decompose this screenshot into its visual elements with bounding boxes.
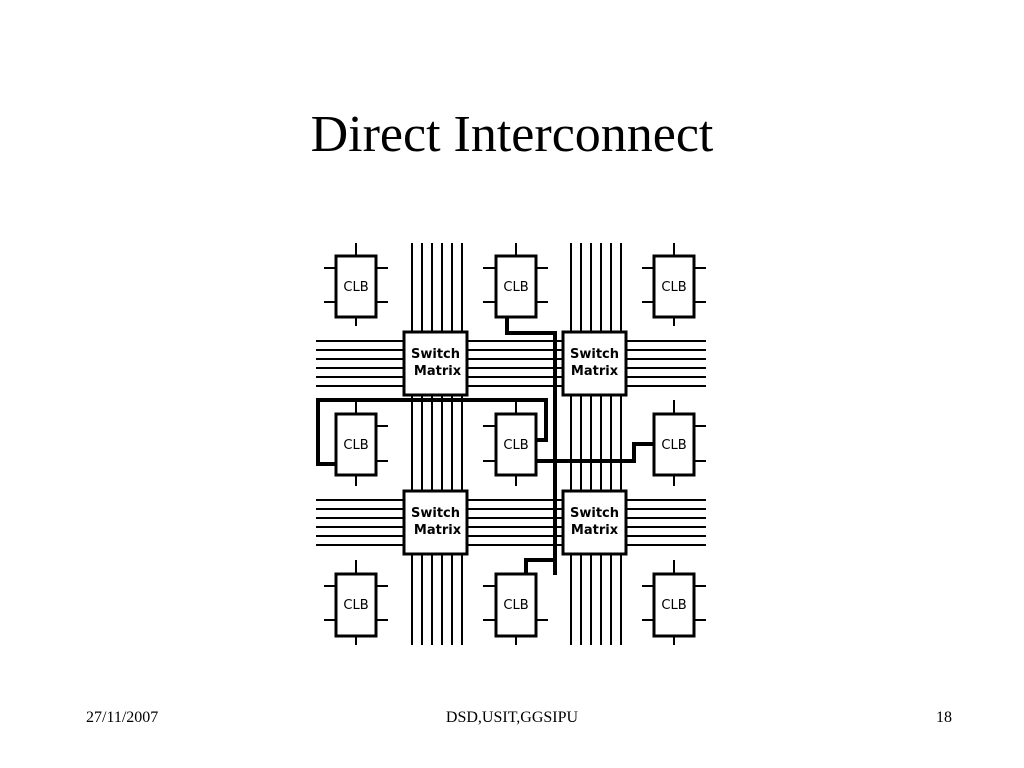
svg-text:CLB: CLB: [343, 280, 368, 295]
slide-title: Direct Interconnect: [310, 106, 714, 163]
switch-matrix-top-left: Switch Matrix: [402, 330, 469, 397]
clb-r3-c2: CLB: [494, 572, 538, 638]
svg-text:Switch: Switch: [411, 347, 460, 362]
clb-r2-c3: CLB: [652, 412, 696, 477]
clb-r1-c1: CLB: [334, 254, 378, 319]
clb-r3-c1: CLB: [334, 572, 378, 638]
footer-organization: DSD,USIT,GGSIPU: [445, 709, 579, 726]
direct-path-top-to-center: [505, 317, 557, 575]
svg-text:Matrix: Matrix: [571, 523, 619, 538]
switch-matrix-top-right: Switch Matrix: [561, 330, 628, 397]
horizontal-channel-top: [316, 340, 706, 387]
switch-matrix-bottom-right: Switch Matrix: [561, 489, 628, 556]
clb-r1-c3: CLB: [652, 254, 696, 319]
clb-r1-c2: CLB: [494, 254, 538, 319]
svg-text:Switch: Switch: [570, 347, 619, 362]
direct-path-center-to-right: [536, 442, 654, 463]
vertical-channel-right: [570, 243, 622, 645]
vertical-channel-left: [411, 243, 463, 645]
horizontal-channel-bottom: [316, 499, 706, 546]
svg-text:Matrix: Matrix: [414, 364, 462, 379]
svg-text:Matrix: Matrix: [414, 523, 462, 538]
svg-text:CLB: CLB: [661, 280, 686, 295]
slide-number: 18: [936, 709, 952, 726]
svg-text:CLB: CLB: [661, 598, 686, 613]
svg-text:CLB: CLB: [661, 438, 686, 453]
clb-r3-c3: CLB: [652, 572, 696, 638]
svg-text:CLB: CLB: [343, 438, 368, 453]
direct-interconnect-paths: [316, 317, 654, 575]
clb-r2-c1: CLB: [334, 412, 378, 477]
direct-path-loop-left: [316, 398, 548, 466]
svg-text:Matrix: Matrix: [571, 364, 619, 379]
svg-text:CLB: CLB: [503, 280, 528, 295]
direct-path-bottom-clb: [524, 558, 555, 574]
svg-text:Switch: Switch: [411, 506, 460, 521]
footer-date: 27/11/2007: [86, 709, 159, 726]
svg-text:CLB: CLB: [343, 598, 368, 613]
clb-pins: [324, 243, 706, 645]
switch-matrix-bottom-left: Switch Matrix: [402, 489, 469, 556]
svg-text:Switch: Switch: [570, 506, 619, 521]
svg-text:CLB: CLB: [503, 438, 528, 453]
svg-text:CLB: CLB: [503, 598, 528, 613]
clb-r2-c2: CLB: [494, 412, 538, 477]
